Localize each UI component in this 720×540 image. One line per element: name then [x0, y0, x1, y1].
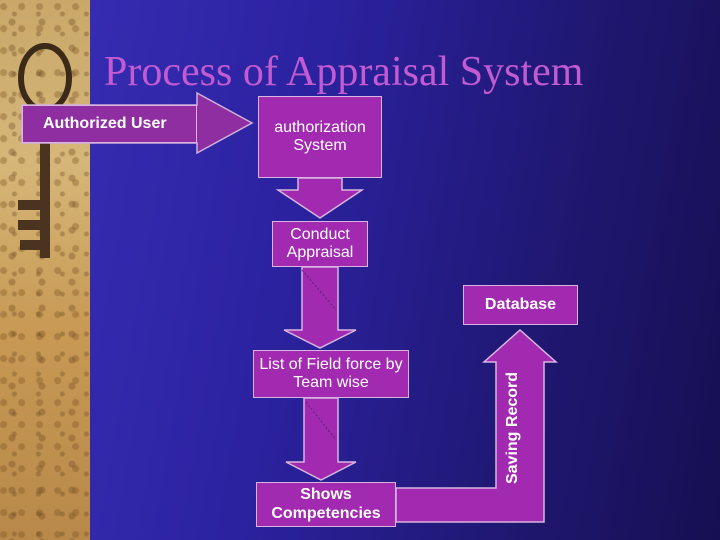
page-title: Process of Appraisal System [104, 49, 584, 95]
arrow-list-to-shows [285, 397, 357, 481]
conduct-appraisal-box: Conduct Appraisal [272, 221, 368, 267]
authorization-system-box: authorization System [258, 96, 382, 178]
arrow-saving-record [395, 328, 558, 523]
arrow-authorization-to-conduct [275, 177, 365, 219]
database-box: Database [463, 285, 578, 325]
saving-record-text: Saving Record [504, 371, 521, 485]
authorized-user-label: Authorized User [22, 105, 197, 143]
arrow-conduct-to-list [283, 266, 357, 349]
parchment-texture [0, 0, 90, 540]
decorative-side-strip [0, 0, 90, 540]
shows-competencies-box: Shows Competencies [256, 482, 396, 527]
list-field-force-box: List of Field force by Team wise [253, 350, 409, 398]
